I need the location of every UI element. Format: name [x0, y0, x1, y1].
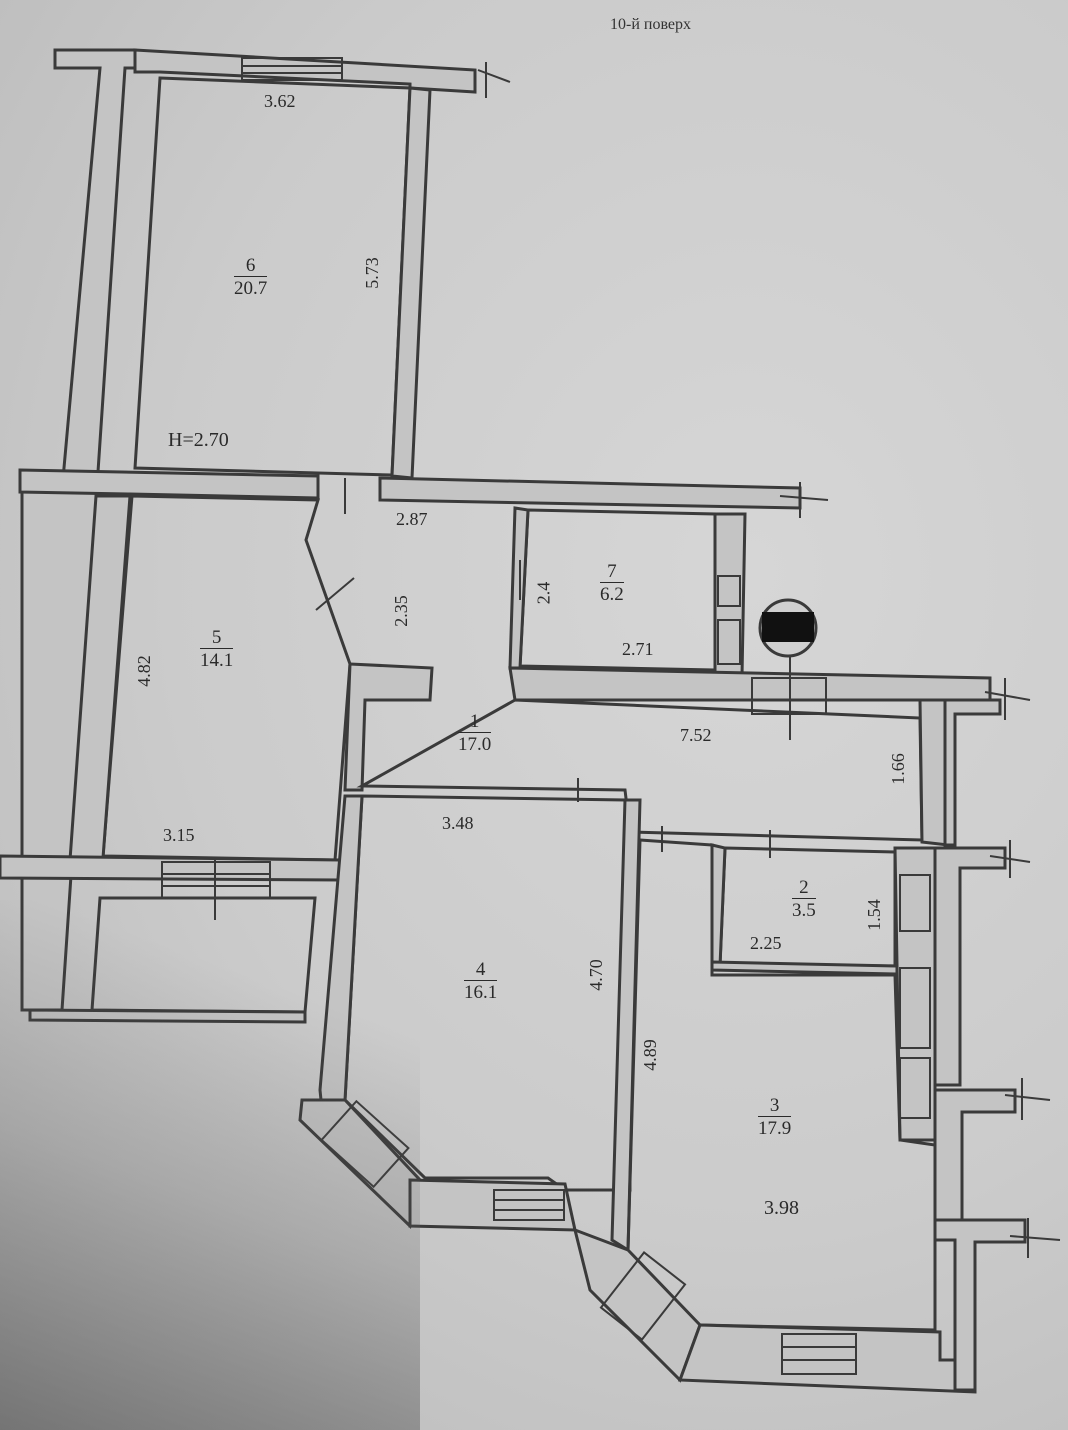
dim-room3-width: 3.98	[764, 1197, 799, 1219]
wall-right-outer-4	[933, 1218, 1027, 1392]
wall-under-room6	[18, 468, 320, 500]
dim-room7-bottom: 2.71	[622, 639, 654, 659]
dim-room6-width: 3.62	[264, 91, 296, 111]
wall-room2-bottom	[710, 960, 899, 976]
dim-room4-side: 4.70	[585, 959, 606, 991]
room3-outline	[624, 838, 937, 1332]
dim-room2-bottom: 2.25	[750, 933, 782, 953]
wall-room4-bottom	[408, 1178, 577, 1232]
dim-corridor-length: 7.52	[680, 725, 712, 745]
wall-room2-left	[710, 843, 727, 968]
dim-room2-side: 1.54	[863, 899, 884, 931]
wall-room4-left	[318, 794, 364, 1113]
dim-room4-top: 3.48	[442, 813, 474, 833]
dim-room6-length: 5.73	[361, 257, 382, 289]
wall-top-room6	[133, 48, 477, 94]
wall-balcony-bottom	[28, 1008, 307, 1024]
dim-hall-top: 2.87	[396, 509, 428, 529]
floor-caption: 10-й поверх	[610, 16, 692, 33]
wall-right-outer-3	[933, 1088, 1017, 1222]
dim-room5-side: 4.82	[133, 655, 154, 687]
wall-room3-bottom	[677, 1323, 977, 1394]
balcony-left	[90, 896, 317, 1014]
wall-right-outer-1	[943, 698, 1002, 847]
wall-room4-bay	[298, 1098, 422, 1229]
redaction-mark	[762, 612, 814, 642]
wall-right-outer-2	[933, 846, 1007, 1087]
dim-corridor-width: 1.66	[887, 753, 908, 785]
wall-under-room6-b	[378, 476, 802, 510]
wall-room3-bottom-bay	[572, 1227, 702, 1383]
dim-room7-side: 2.4	[533, 581, 554, 605]
dim-hall-side: 2.35	[390, 595, 411, 627]
dim-room5-bottom: 3.15	[163, 825, 195, 845]
dim-room3-side: 4.89	[639, 1039, 660, 1071]
wall-corridor-top	[508, 666, 992, 702]
wall-room6-right	[390, 86, 432, 480]
window-room6	[241, 57, 343, 81]
wall-hall-right	[343, 662, 434, 792]
ceiling-height-label: H=2.70	[168, 429, 229, 451]
wall-room5-bottom	[0, 854, 342, 882]
